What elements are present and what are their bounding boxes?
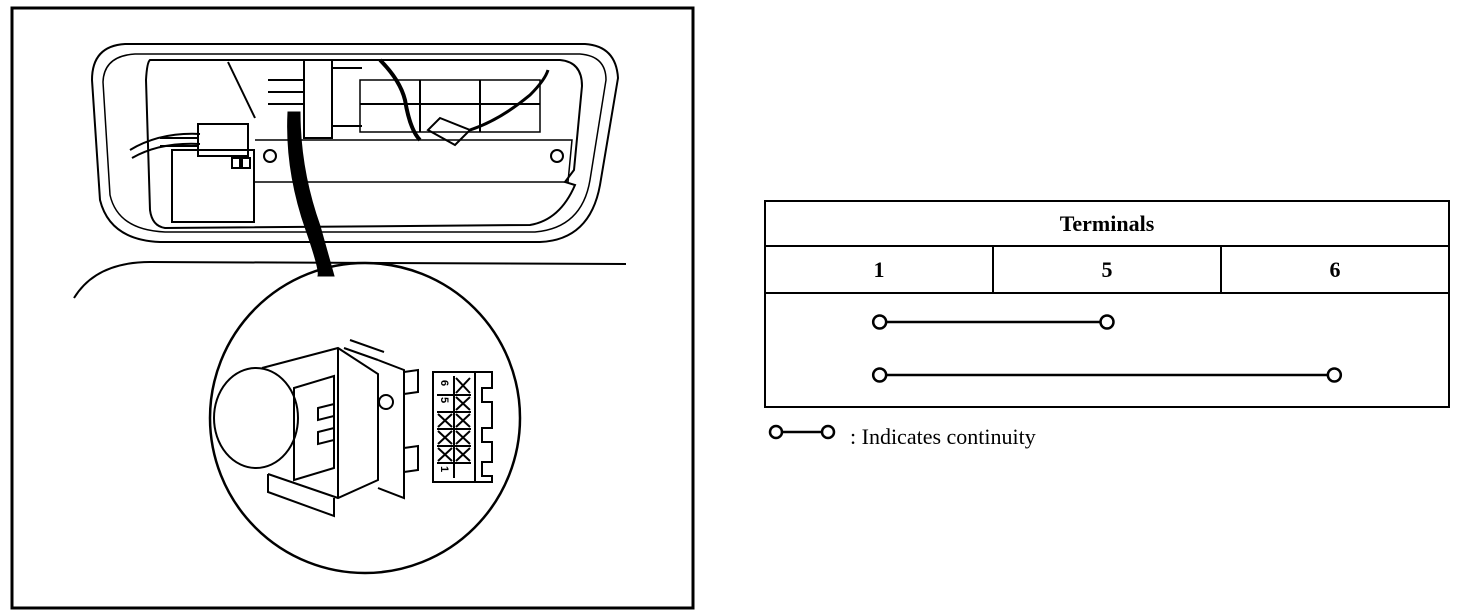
continuity-1-5 — [871, 314, 1115, 330]
component-location-illustration: 6 5 1 — [10, 6, 695, 610]
lamp-housing — [90, 43, 620, 243]
connector-pin-block — [432, 371, 476, 483]
continuity-rows — [871, 314, 1343, 383]
ground-contour — [73, 260, 627, 299]
illustration-frame — [10, 6, 695, 610]
table-header-terminals: Terminals — [766, 202, 1448, 247]
terminal-header-5: 5 — [994, 247, 1222, 292]
wire-connector-left — [197, 123, 249, 157]
lead-wire — [287, 111, 335, 277]
continuity-symbol — [768, 424, 836, 440]
mount-hole-right — [550, 149, 564, 163]
pin-label-6: 6 — [438, 380, 450, 386]
continuity-1-6 — [871, 367, 1343, 383]
wire-connector-top — [303, 59, 333, 139]
switch-knob — [213, 367, 299, 469]
pin-label-5: 5 — [438, 397, 450, 403]
continuity-terminal-1 — [871, 367, 888, 383]
continuity-table: Terminals 1 5 6 — [764, 200, 1450, 408]
pin-label-1: 1 — [438, 466, 450, 472]
legend-text: : Indicates continuity — [850, 424, 1036, 449]
terminal-column-headers: 1 5 6 — [766, 247, 1448, 294]
module-block — [171, 149, 255, 223]
terminal-header-1: 1 — [766, 247, 994, 292]
housing-opening — [144, 59, 584, 230]
terminal-header-6: 6 — [1329, 256, 1341, 282]
mount-hole-left — [263, 149, 277, 163]
continuity-terminal-6 — [1326, 367, 1343, 383]
continuity-terminal-5 — [1099, 314, 1115, 330]
switch-housing — [261, 346, 379, 500]
detail-magnifier — [208, 261, 522, 575]
continuity-terminal-1 — [871, 314, 888, 330]
